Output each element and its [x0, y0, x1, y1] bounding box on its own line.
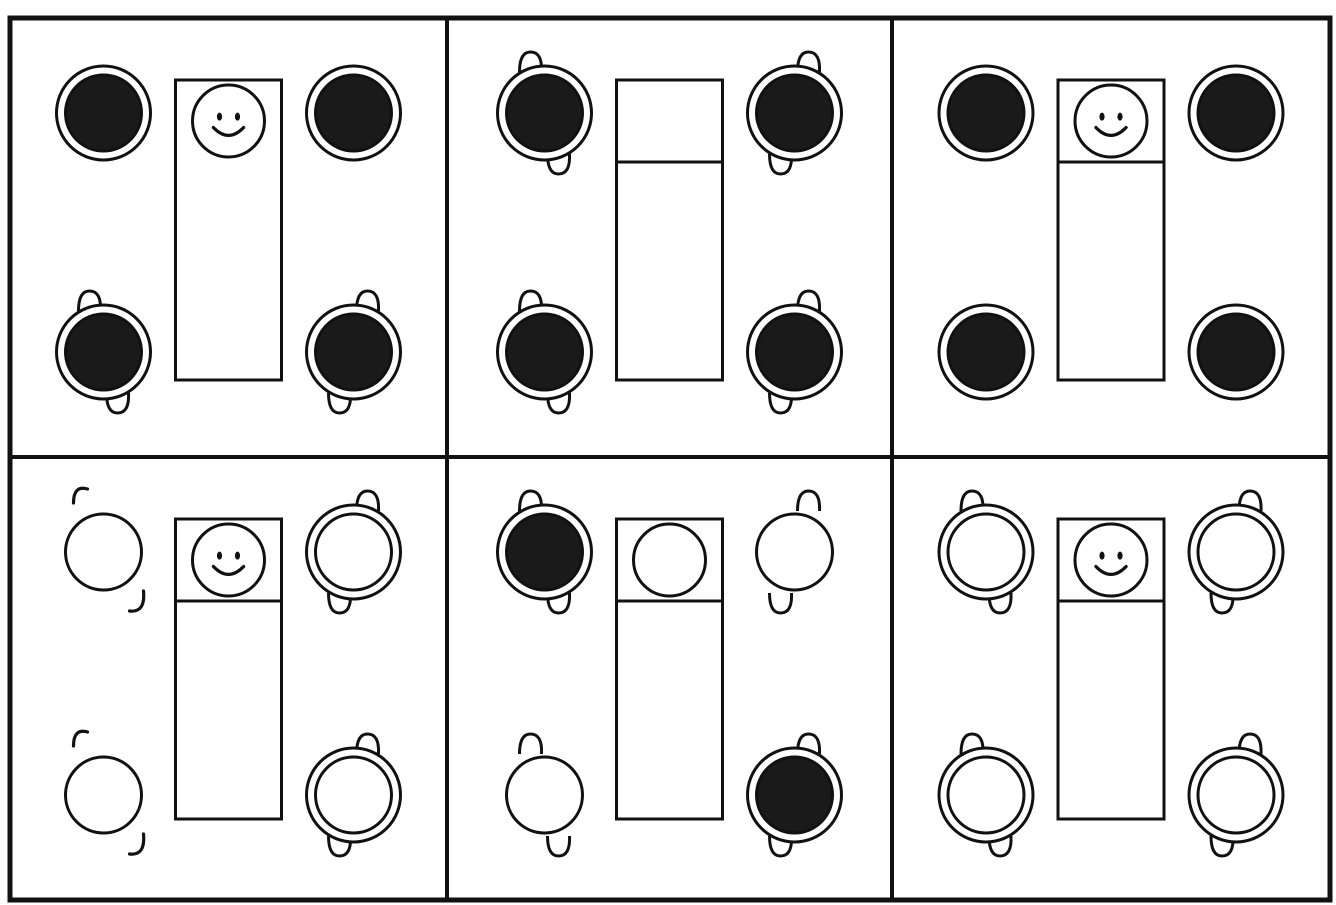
smiley-face-icon	[1075, 524, 1147, 596]
pot-empty-center	[948, 757, 1024, 833]
pot-filled-center	[316, 314, 392, 390]
pot-empty-center	[316, 514, 392, 590]
face-eye	[1117, 113, 1122, 121]
pot-icon	[1189, 305, 1283, 399]
pot-filled-center	[507, 75, 583, 151]
pot-handle	[548, 836, 570, 856]
pot-filled-center	[1198, 75, 1274, 151]
pot-filled-center	[948, 75, 1024, 151]
pot-icon	[939, 305, 1033, 399]
pot-empty-body	[66, 514, 142, 590]
face-eye	[1099, 552, 1104, 560]
pot-icon	[307, 66, 401, 160]
smiley-face-icon	[1075, 85, 1147, 157]
tall-rectangle	[617, 80, 723, 380]
face-eye	[217, 113, 222, 121]
pot-filled-center	[66, 314, 142, 390]
pot-handle	[798, 491, 820, 511]
pot-filled-center	[757, 757, 833, 833]
pot-handle	[520, 734, 542, 754]
face-outline	[1075, 85, 1147, 157]
pot-empty-body	[757, 514, 833, 590]
empty-head-circle	[634, 524, 706, 596]
face-eye	[1099, 113, 1104, 121]
pot-empty-center	[1198, 514, 1274, 590]
face-eye	[1117, 552, 1122, 560]
pot-filled-center	[507, 514, 583, 590]
face-outline	[193, 85, 265, 157]
pot-handle	[770, 593, 792, 613]
face-eye	[235, 552, 240, 560]
pot-icon	[1189, 66, 1283, 160]
pot-empty-body	[507, 757, 583, 833]
pot-filled-center	[757, 75, 833, 151]
pot-filled-center	[1198, 314, 1274, 390]
pot-filled-center	[507, 314, 583, 390]
pot-empty-center	[948, 514, 1024, 590]
pot-filled-center	[757, 314, 833, 390]
pot-empty-center	[316, 757, 392, 833]
pot-icon	[57, 66, 151, 160]
smiley-face-icon	[193, 85, 265, 157]
face-outline	[1075, 524, 1147, 596]
pot-filled-center	[66, 75, 142, 151]
pot-filled-center	[948, 314, 1024, 390]
pot-empty-body	[66, 757, 142, 833]
face-eye	[235, 113, 240, 121]
face-outline	[193, 524, 265, 596]
pot-icon	[939, 66, 1033, 160]
smiley-face-icon	[193, 524, 265, 596]
face-eye	[217, 552, 222, 560]
pot-empty-center	[1198, 757, 1274, 833]
pot-filled-center	[316, 75, 392, 151]
